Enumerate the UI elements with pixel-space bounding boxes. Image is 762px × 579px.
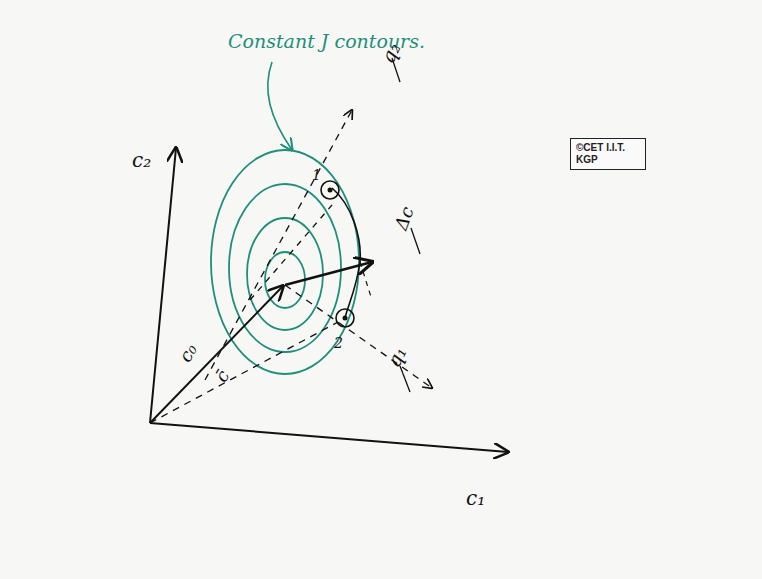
c2-axis bbox=[150, 148, 176, 423]
constraint-curve bbox=[332, 188, 360, 318]
dashed-line bbox=[250, 205, 332, 300]
sketch-label: c₁ bbox=[466, 488, 485, 508]
point-circle bbox=[321, 181, 339, 199]
watermark-text: ©CET I.I.T. KGP bbox=[576, 142, 640, 166]
sketch-label: c₀ bbox=[176, 341, 200, 365]
sketch-label: c₂ bbox=[132, 150, 151, 170]
point-dot bbox=[343, 316, 348, 321]
leader-arrow bbox=[268, 62, 292, 150]
sketch-label: Δc bbox=[392, 204, 417, 232]
point-circle bbox=[336, 309, 354, 327]
point-dot bbox=[328, 188, 333, 193]
label-underline bbox=[411, 228, 420, 254]
constant-j-contours bbox=[211, 150, 359, 374]
contour-ellipse bbox=[229, 184, 341, 352]
contour-ellipse bbox=[247, 218, 323, 330]
label-underline bbox=[400, 366, 410, 392]
sketch-label: 2 bbox=[334, 336, 343, 350]
contour-ellipse bbox=[211, 150, 359, 374]
sketch-label: c̄ bbox=[212, 367, 233, 385]
c1-axis bbox=[150, 423, 508, 452]
dashed-tangent bbox=[360, 262, 372, 300]
watermark-box: ©CET I.I.T. KGP bbox=[570, 138, 646, 170]
sketch-label: q₁ bbox=[384, 344, 410, 370]
sketch-label: 1 bbox=[312, 168, 321, 182]
cbar-vector bbox=[150, 322, 338, 423]
q1-axis bbox=[285, 285, 432, 388]
q2-axis bbox=[205, 110, 352, 380]
c0-vector bbox=[150, 286, 283, 423]
